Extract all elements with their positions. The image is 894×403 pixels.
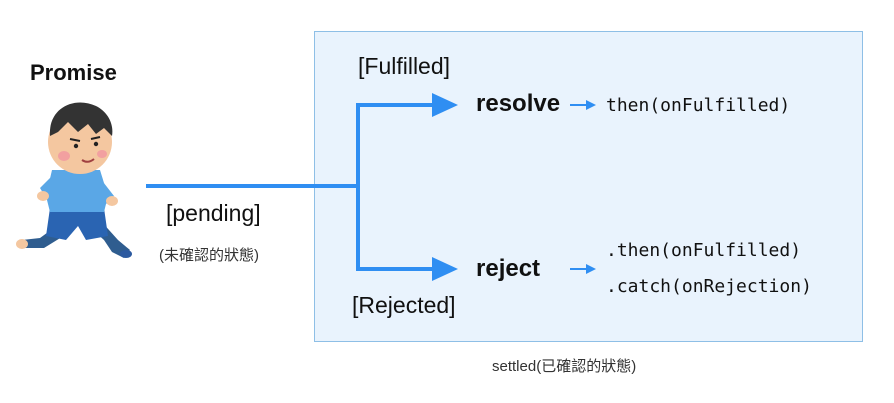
reject-then-arrow-head (586, 264, 596, 274)
reject-arrow-head (432, 257, 458, 281)
settled-state-box (314, 31, 863, 342)
rejected-catch-handler: .catch(onRejection) (606, 276, 812, 297)
rejected-then-handler: .then(onFulfilled) (606, 240, 802, 261)
pending-subtitle: (未確認的狀態) (159, 247, 259, 264)
pending-label: [pending] (166, 200, 261, 226)
resolve-label: resolve (476, 90, 561, 117)
resolve-then-arrow-head (586, 100, 596, 110)
settled-caption: settled(已確認的狀態) (492, 358, 637, 375)
fulfilled-label: [Fulfilled] (358, 53, 451, 79)
promise-title: Promise (30, 60, 117, 85)
resolve-arrow-head (432, 93, 458, 117)
fulfilled-then-handler: then(onFulfilled) (606, 95, 791, 116)
running-boy-icon (16, 102, 132, 258)
reject-label: reject (476, 255, 541, 282)
rejected-label: [Rejected] (352, 292, 456, 318)
